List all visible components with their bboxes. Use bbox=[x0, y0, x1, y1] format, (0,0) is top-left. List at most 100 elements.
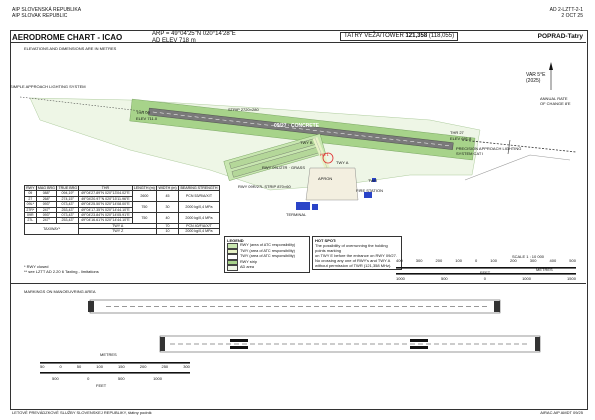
tick-label: 500 bbox=[440, 276, 448, 281]
apron-label: APRON bbox=[318, 176, 333, 181]
tick-label: 1000 bbox=[396, 276, 405, 281]
terminal-building bbox=[296, 202, 310, 210]
threshold-lower-east bbox=[535, 337, 540, 351]
footnote-1: * RWY closed bbox=[24, 264, 49, 269]
annual-rate-note: ANNUAL RATE OF CHANGE 8'E bbox=[540, 96, 571, 106]
col-width: WIDTH (m) bbox=[156, 184, 179, 192]
aiming-point-west-2 bbox=[230, 346, 248, 349]
precision-approach-label: PRECISION APPROACH LIGHTING SYSTEM CAT I bbox=[456, 146, 522, 156]
tower-building-label: TWR bbox=[368, 178, 378, 183]
header-right-line1: AD 2-LZTT-2-1 bbox=[549, 7, 583, 13]
col-length: LENGTH (m) bbox=[131, 184, 158, 192]
tower-frequency-box: TATRY VEŽA/TOWER 121,358 (118,055) bbox=[340, 32, 459, 41]
col-thr: THR bbox=[78, 184, 133, 192]
col-rwy: RWY bbox=[24, 184, 37, 192]
legend-label: RWY strip bbox=[240, 259, 257, 264]
aerodrome-name: POPRAD-Tatry bbox=[537, 33, 583, 40]
markings-feet-ticks: 500 0 500 1000 bbox=[52, 376, 162, 381]
cell: 253,43° bbox=[56, 206, 80, 214]
tower-building bbox=[372, 178, 376, 182]
tick-label: 500 bbox=[117, 376, 125, 381]
cell: PCN 40/F/A/X/T bbox=[177, 222, 221, 230]
cell: 073,43° bbox=[56, 211, 80, 219]
tick-label: 0 bbox=[475, 258, 478, 263]
tick-label: 0 bbox=[59, 364, 62, 369]
tick-label: 150 bbox=[118, 364, 125, 369]
threshold-bars-west bbox=[88, 301, 94, 312]
simple-approach-label: SIMPLE APPROACH LIGHTING SYSTEM bbox=[10, 84, 86, 89]
elevation-note: ELEVATIONS AND DIMENSIONS ARE IN METRES bbox=[24, 46, 117, 51]
header-left-line2: AIP SLOVAK REPUBLIC bbox=[12, 13, 68, 19]
cell: 253,43° bbox=[56, 217, 80, 224]
tower-frequency-secondary: (118,055) bbox=[428, 33, 455, 39]
cell: 2000 kg/0,4 MPa bbox=[177, 228, 221, 235]
legend-swatch bbox=[227, 259, 238, 265]
tick-label: 500 bbox=[569, 258, 576, 263]
grass-runway-label: RWY 09L/27R · GRASS bbox=[262, 165, 305, 170]
markings-metres-ticks: 50 0 50 100 150 200 250 300 bbox=[40, 364, 190, 369]
legend-swatch bbox=[227, 243, 238, 249]
tick-label: 300 bbox=[183, 364, 190, 369]
approach-lights-east bbox=[461, 139, 577, 153]
approach-crossbar bbox=[507, 139, 511, 155]
runway-table: RWY MAG BRG TRUE BRG THR LENGTH (m) WIDT… bbox=[23, 184, 221, 235]
scale-metres-label: METRES bbox=[536, 267, 553, 272]
tick-label: 0 bbox=[87, 376, 90, 381]
markings-diagram bbox=[88, 299, 541, 353]
scale-metres-ticks: 400 300 200 100 0 100 200 300 400 500 bbox=[396, 258, 576, 263]
legend-label: RWY (area of ATC responsibility) bbox=[240, 243, 296, 248]
annual-rate-line2: OF CHANGE 8'E bbox=[540, 101, 571, 106]
cell: 274,15° bbox=[56, 195, 80, 203]
markings-metres-label: METRES bbox=[100, 352, 117, 357]
cell: 073,43° bbox=[56, 201, 80, 208]
legend-box: LEGEND RWY (area of ATC responsibility) … bbox=[224, 236, 310, 273]
arp-info: ARP = 49°04'25"N 020°14'28"E AD ELEV 718… bbox=[152, 31, 236, 45]
road bbox=[464, 154, 571, 181]
aiming-point-west bbox=[230, 339, 248, 342]
scale-feet-label: FEET bbox=[480, 270, 491, 275]
chart-title: AERODROME CHART - ICAO bbox=[12, 33, 123, 42]
legend-item: RWY strip bbox=[227, 259, 307, 265]
footer-left: LETOVÉ PREVÁDZKOVÉ SLUŽBY SLOVENSKEJ REP… bbox=[12, 410, 152, 415]
col-bearing-strength: BEARING STRENGTH bbox=[177, 184, 221, 192]
markings-feet-label: FEET bbox=[96, 383, 107, 388]
tick-label: 100 bbox=[490, 258, 497, 263]
legend-swatch bbox=[227, 248, 238, 254]
scale-feet-ticks: 1000 500 0 1000 1500 bbox=[396, 276, 576, 281]
markings-scale-metres bbox=[40, 362, 190, 364]
tick-label: 200 bbox=[139, 364, 147, 369]
tick-label: 300 bbox=[529, 258, 537, 263]
variation-value: VAR 5°E bbox=[526, 72, 546, 78]
cell: 2600 bbox=[131, 190, 158, 203]
tick-label: 1000 bbox=[522, 276, 531, 281]
cell: 2000 kg/0,4 MPa bbox=[177, 212, 221, 224]
header-right: AD 2-LZTT-2-1 2 OCT 25 bbox=[550, 7, 583, 19]
tick-label: 1500 bbox=[567, 276, 576, 281]
hot-spot-text-3: No crossing any one of RWY's and TWY A bbox=[315, 258, 391, 263]
threshold-09-label: THR 09 bbox=[136, 110, 150, 115]
tick-label: 500 bbox=[52, 376, 59, 381]
markings-title: MARKINGS ON MANOEUVRING AREA bbox=[24, 289, 96, 294]
table-footnotes: * RWY closed ** see LZTT AD 2.20 6 Taxii… bbox=[24, 264, 99, 274]
strip-label: STRIP 2720×280 bbox=[228, 107, 259, 112]
tick-label: 200 bbox=[510, 258, 517, 263]
north-arrow-head bbox=[549, 62, 553, 70]
tick-label: 100 bbox=[96, 364, 103, 369]
tower-frequency: 121,358 bbox=[405, 33, 428, 39]
cell: 30 bbox=[156, 201, 179, 214]
legend-item: TWY (area of ATC responsibility) bbox=[227, 254, 307, 260]
header-right-line2: 2 OCT 25 bbox=[561, 13, 583, 19]
hot-spot-marker bbox=[322, 152, 334, 164]
apron-area bbox=[305, 167, 359, 201]
runway-label: 09/27 · CONCRETE bbox=[274, 123, 320, 129]
tick-label: 0 bbox=[483, 276, 486, 281]
hot-spot-text-4: without permission of TWR (121,358 MHz). bbox=[315, 263, 392, 268]
cell: 49°04'17.35"N 020°14'44.10"E bbox=[78, 206, 133, 214]
header-divider bbox=[10, 42, 586, 43]
taxiway-b-label: TWY B bbox=[300, 140, 313, 145]
cell: 750 bbox=[131, 212, 158, 224]
hangar-building bbox=[312, 204, 318, 210]
scale-bar-metres bbox=[396, 267, 576, 269]
hot-spot-text-2: on TWY E before the entrance on RWY 09/2… bbox=[315, 253, 397, 258]
